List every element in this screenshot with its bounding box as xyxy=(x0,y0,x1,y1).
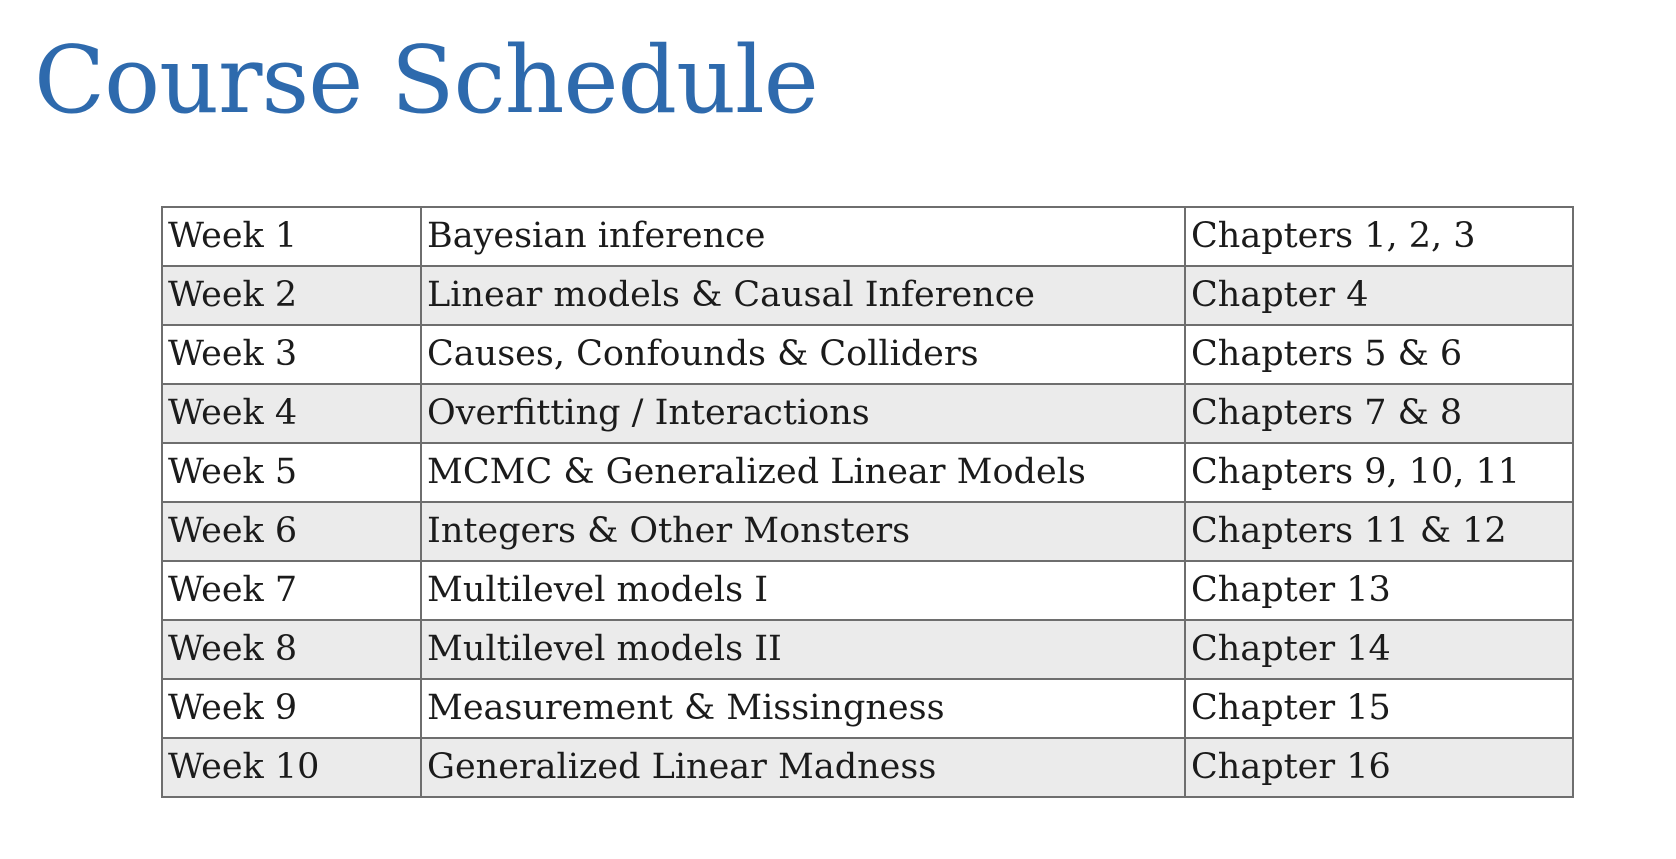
reading-cell: Chapters 7 & 8 xyxy=(1184,383,1574,444)
week-cell: Week 6 xyxy=(161,501,422,562)
reading-cell: Chapter 15 xyxy=(1184,678,1574,739)
table-row: Week 4 Overfitting / Interactions Chapte… xyxy=(161,383,1574,444)
week-cell: Week 7 xyxy=(161,560,422,621)
topic-cell: Causes, Confounds & Colliders xyxy=(420,324,1186,385)
schedule-table-body: Week 1 Bayesian inference Chapters 1, 2,… xyxy=(161,206,1574,798)
week-cell: Week 2 xyxy=(161,265,422,326)
reading-cell: Chapter 13 xyxy=(1184,560,1574,621)
table-row: Week 10 Generalized Linear Madness Chapt… xyxy=(161,737,1574,798)
reading-cell: Chapters 5 & 6 xyxy=(1184,324,1574,385)
topic-cell: Generalized Linear Madness xyxy=(420,737,1186,798)
week-cell: Week 3 xyxy=(161,324,422,385)
table-row: Week 5 MCMC & Generalized Linear Models … xyxy=(161,442,1574,503)
table-row: Week 1 Bayesian inference Chapters 1, 2,… xyxy=(161,206,1574,267)
topic-cell: Integers & Other Monsters xyxy=(420,501,1186,562)
reading-cell: Chapter 4 xyxy=(1184,265,1574,326)
reading-cell: Chapters 11 & 12 xyxy=(1184,501,1574,562)
week-cell: Week 9 xyxy=(161,678,422,739)
reading-cell: Chapter 16 xyxy=(1184,737,1574,798)
topic-cell: Overfitting / Interactions xyxy=(420,383,1186,444)
topic-cell: Multilevel models I xyxy=(420,560,1186,621)
table-row: Week 9 Measurement & Missingness Chapter… xyxy=(161,678,1574,739)
table-row: Week 2 Linear models & Causal Inference … xyxy=(161,265,1574,326)
table-row: Week 7 Multilevel models I Chapter 13 xyxy=(161,560,1574,621)
table-row: Week 3 Causes, Confounds & Colliders Cha… xyxy=(161,324,1574,385)
schedule-table: Week 1 Bayesian inference Chapters 1, 2,… xyxy=(161,206,1574,798)
week-cell: Week 4 xyxy=(161,383,422,444)
table-row: Week 6 Integers & Other Monsters Chapter… xyxy=(161,501,1574,562)
topic-cell: Bayesian inference xyxy=(420,206,1186,267)
topic-cell: Multilevel models II xyxy=(420,619,1186,680)
week-cell: Week 5 xyxy=(161,442,422,503)
table-row: Week 8 Multilevel models II Chapter 14 xyxy=(161,619,1574,680)
reading-cell: Chapter 14 xyxy=(1184,619,1574,680)
reading-cell: Chapters 1, 2, 3 xyxy=(1184,206,1574,267)
week-cell: Week 8 xyxy=(161,619,422,680)
week-cell: Week 10 xyxy=(161,737,422,798)
topic-cell: Linear models & Causal Inference xyxy=(420,265,1186,326)
topic-cell: MCMC & Generalized Linear Models xyxy=(420,442,1186,503)
page-title: Course Schedule xyxy=(34,26,819,134)
topic-cell: Measurement & Missingness xyxy=(420,678,1186,739)
reading-cell: Chapters 9, 10, 11 xyxy=(1184,442,1574,503)
week-cell: Week 1 xyxy=(161,206,422,267)
